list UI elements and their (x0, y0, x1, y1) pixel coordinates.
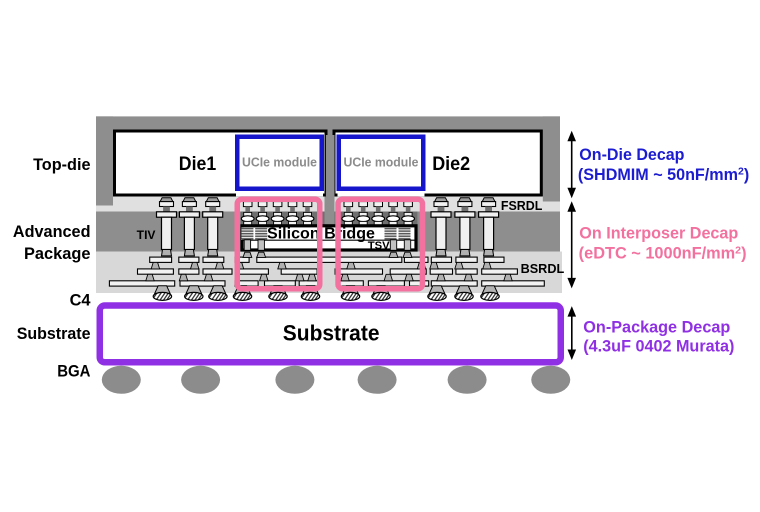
svg-text:Die1: Die1 (179, 154, 217, 175)
svg-text:Die2: Die2 (432, 154, 470, 175)
svg-text:Top-die: Top-die (33, 156, 90, 174)
svg-text:UCIe module: UCIe module (242, 154, 317, 169)
svg-text:(eDTC ~ 1000nF/mm2): (eDTC ~ 1000nF/mm2) (579, 244, 747, 262)
svg-text:Substrate: Substrate (17, 325, 91, 343)
svg-text:FSRDL: FSRDL (501, 199, 543, 213)
svg-text:On-Die Decap: On-Die Decap (579, 146, 684, 164)
svg-text:UCIe module: UCIe module (344, 154, 419, 169)
svg-text:(SHDMIM ~ 50nF/mm2): (SHDMIM ~ 50nF/mm2) (578, 166, 749, 184)
svg-text:On-Package Decap: On-Package Decap (583, 319, 730, 337)
svg-text:BGA: BGA (57, 363, 91, 381)
svg-text:On Interposer Decap: On Interposer Decap (579, 225, 738, 243)
svg-text:TSV: TSV (368, 240, 390, 252)
svg-text:Substrate: Substrate (283, 321, 380, 346)
svg-text:Advanced: Advanced (13, 223, 91, 241)
svg-text:BSRDL: BSRDL (521, 262, 565, 276)
svg-text:(4.3uF 0402 Murata): (4.3uF 0402 Murata) (583, 337, 734, 355)
svg-text:Package: Package (24, 245, 91, 263)
svg-text:C4: C4 (70, 292, 91, 310)
svg-text:TIV: TIV (137, 228, 156, 242)
